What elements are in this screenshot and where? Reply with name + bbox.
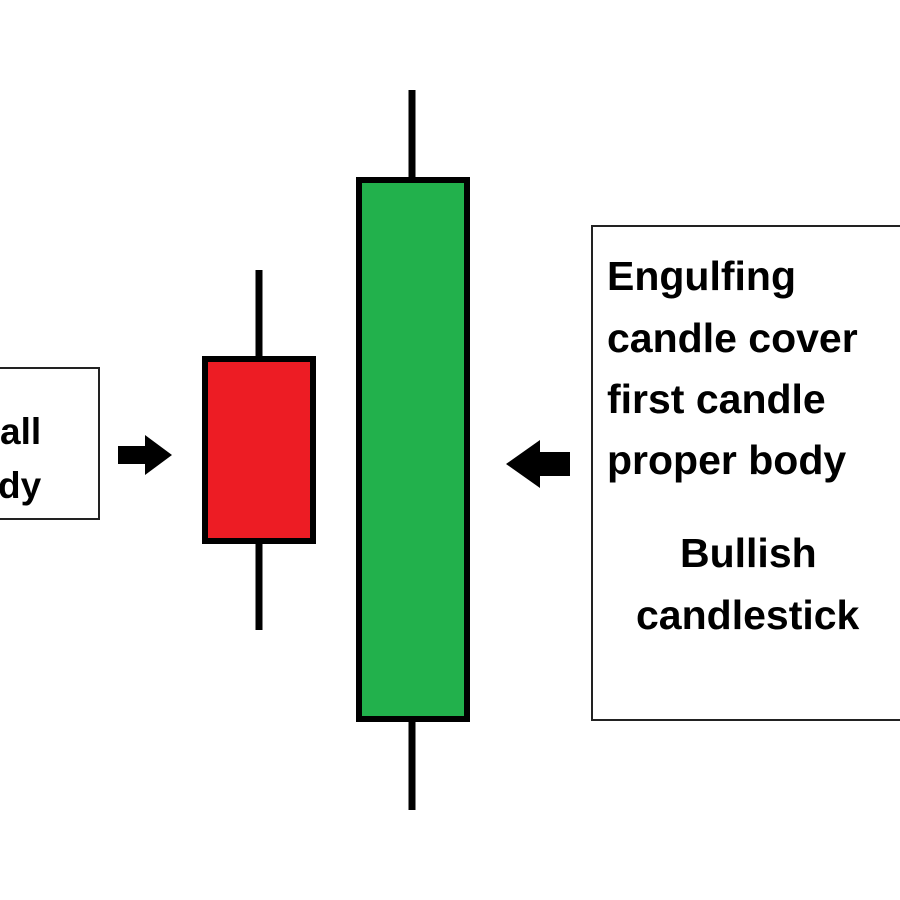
left-note-box: all dy bbox=[0, 367, 100, 520]
right-note-box: Engulfing candle cover first candle prop… bbox=[591, 225, 900, 721]
engulfing-candle-body bbox=[356, 177, 470, 722]
pattern-label: Bullish bbox=[680, 530, 817, 576]
pattern-label: candlestick bbox=[636, 592, 860, 638]
right-note-line: proper body bbox=[607, 437, 847, 483]
left-note-line: all bbox=[0, 411, 42, 452]
arrow-right-icon bbox=[118, 435, 172, 475]
right-note-line: Engulfing bbox=[607, 253, 797, 299]
first-candle-body bbox=[202, 356, 316, 544]
left-note-line: dy bbox=[0, 465, 42, 506]
right-note-line: first candle bbox=[607, 376, 826, 422]
right-note-line: candle cover bbox=[607, 315, 858, 361]
arrow-left-icon bbox=[506, 440, 570, 488]
